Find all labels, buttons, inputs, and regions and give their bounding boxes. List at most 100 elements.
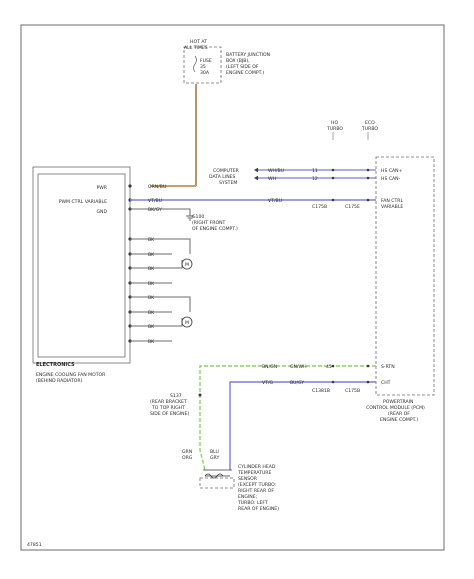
fan-module-outer-box <box>32 166 131 364</box>
ground-label-2: (RIGHT FRONT <box>192 220 226 226</box>
fan-module-caption-1: ENGINE COOLING FAN MOTOR <box>36 372 106 378</box>
motor-wiring <box>130 238 191 342</box>
connector-label-right-2: TURBO <box>361 126 378 132</box>
sensor-bottom-pin-1: C1381B <box>312 388 330 394</box>
motor-wire-label: BK <box>148 237 155 243</box>
can-hi-arrow-icon <box>254 167 258 173</box>
motor-wire-label: BK <box>148 252 155 258</box>
sensor-label-line: ENGINE; <box>238 494 258 500</box>
can-system-label-1: COMPUTER <box>213 168 240 174</box>
motor-wire-label: BK <box>148 339 155 345</box>
sensor-left-wire: GRN <box>182 449 192 455</box>
sensor-circuit: BN/GN GN/WH 45 VT/G BU/GY C1381B C175B S… <box>150 364 376 512</box>
wire-green-sensor <box>199 365 376 471</box>
module-pin-pwr: PWR <box>96 185 107 191</box>
sensor-box <box>199 477 235 489</box>
wire-label-can-hi: WH/BU <box>268 168 284 174</box>
wire-label-violet: VT/BU <box>148 198 162 204</box>
sensor-right-wire-2: GRY <box>210 455 219 461</box>
sensor-label-line: RIGHT REAR OF <box>238 488 274 494</box>
splice-label-3: TO TOP RIGHT <box>151 405 185 411</box>
module-pin-pwm: PWM CTRL VARIABLE <box>59 199 107 205</box>
motor-wire-labels: BK BK BK BK BK BK BK BK <box>148 237 155 345</box>
fuse-name-line3: 30A <box>200 70 210 76</box>
can-system-label-2: DATA LINES <box>209 174 236 180</box>
pcm-pin-cht: CHT <box>381 380 391 386</box>
wire-label-fan-pcm: VT/BU <box>268 198 282 204</box>
pcm-caption-4: ENGINE COMPT.) <box>380 417 418 423</box>
pcm-pin-fan-2: VARIABLE <box>381 204 403 210</box>
splice-dot <box>198 393 202 397</box>
splice-label-4: SIDE OF ENGINE) <box>150 411 189 417</box>
can-connector-dots <box>331 168 370 202</box>
can-lo-arrow-icon <box>254 175 258 181</box>
pcm-pin-can-lo: HS CAN- <box>381 176 401 182</box>
fuse-header-line2: ALL TIMES <box>184 45 208 51</box>
fuse-location-line: (LEFT SIDE OF <box>226 64 259 70</box>
fuse-name-line1: FUSE <box>200 58 212 64</box>
sensor-label-line: (EXCEPT TURBO: <box>238 482 277 488</box>
fan-module-caption-2: (BEHIND RADIATOR) <box>36 378 83 384</box>
pcm-pin-srtn: S-RTN <box>381 364 395 370</box>
sensor-label-line: SENSOR <box>238 476 258 482</box>
can-system-label-3: SYSTEM <box>219 180 237 186</box>
motor-wire-label: BK <box>148 281 155 287</box>
fuse-block: HOT AT ALL TIMES FUSE 35 30A BATTERY JUN… <box>183 39 270 84</box>
connector-label-left-2: TURBO <box>326 126 343 132</box>
sensor-left-wire-2: ORG <box>182 455 193 461</box>
footer-id: 47851 <box>27 542 42 548</box>
sensor-top-wire-2: GN/WH <box>290 364 307 370</box>
can-pin-lo-a: 12 <box>312 176 318 182</box>
motor-wire-label: BK <box>148 295 155 301</box>
sensor-label-line: TEMPERATURE <box>237 470 271 476</box>
sensor-label-line: TURBO: LEFT <box>237 500 268 506</box>
fuse-block-box <box>183 46 222 84</box>
splice-label-2: (REAR BRACKET <box>150 399 187 405</box>
can-pin-hi-a: 11 <box>312 168 318 174</box>
pcm-pin-fan-1: FAN CTRL <box>381 198 403 204</box>
ground-label-3: OF ENGINE COMPT.) <box>192 226 238 232</box>
fuse-location-line: ENGINE COMPT.) <box>226 70 264 76</box>
sensor-label-line: CYLINDER HEAD <box>238 464 276 470</box>
fuse-location-line: BATTERY JUNCTION <box>226 52 270 58</box>
sensor-label: CYLINDER HEAD TEMPERATURE SENSOR (EXCEPT… <box>237 464 279 512</box>
wire-blue-sensor <box>229 381 376 470</box>
can-bus: COMPUTER DATA LINES SYSTEM WH/BU WH 11 1… <box>209 167 376 210</box>
motor-wire-label: BK <box>148 310 155 316</box>
motor-label-2: M <box>185 320 189 326</box>
wire-label-orange: ORN/BU <box>148 184 166 190</box>
pcm-caption-1: POWERTRAIN <box>383 399 413 405</box>
module-pin-gnd: GND <box>96 209 107 215</box>
pcm-module: HS CAN+ HS CAN- FAN CTRL VARIABLE S-RTN … <box>366 156 435 423</box>
sensor-top-pin: 45 <box>326 364 332 370</box>
fuse-header-line1: HOT AT <box>190 39 207 45</box>
motor-icon-2: M <box>181 316 193 328</box>
motor-icon-1: M <box>181 258 193 270</box>
sensor-label-line: REAR OF ENGINE) <box>238 506 279 512</box>
splice-label-1: S137 <box>170 393 182 399</box>
fuse-location: BATTERY JUNCTION BOX (BJB), (LEFT SIDE O… <box>226 52 270 76</box>
wire-label-can-lo: WH <box>268 176 276 182</box>
pcm-caption-3: (REAR OF <box>388 411 410 417</box>
motor-wire-label: BK <box>148 266 155 272</box>
sensor-connector-dots <box>331 364 370 384</box>
pcm-caption-2: CONTROL MODULE (PCM) <box>366 405 425 411</box>
sensor-top-wire-1: BN/GN <box>262 364 277 370</box>
fan-pin-b: C175E <box>345 204 360 210</box>
pcm-box <box>375 156 435 396</box>
ground-icon <box>186 215 194 221</box>
fuse-name-line2: 35 <box>200 64 206 70</box>
motor-label-1: M <box>185 262 189 268</box>
sensor-bottom-wire-1: VT/G <box>262 380 273 386</box>
fuse-location-line: BOX (BJB), <box>226 58 250 64</box>
sensor-element-icon <box>203 469 232 479</box>
fan-module: PWR PWM CTRL VARIABLE GND ELECTRONICS EN… <box>32 166 131 384</box>
sensor-bottom-wire-2: BU/GY <box>290 380 304 386</box>
sensor-right-wire: BLU <box>210 449 219 455</box>
wire-black-ground <box>130 208 191 216</box>
pcm-pin-can-hi: HS CAN+ <box>381 168 403 174</box>
fan-module-name: ELECTRONICS <box>36 362 75 368</box>
connector-label-left: HO <box>331 120 338 126</box>
fan-pin-a: C175B <box>312 204 327 210</box>
